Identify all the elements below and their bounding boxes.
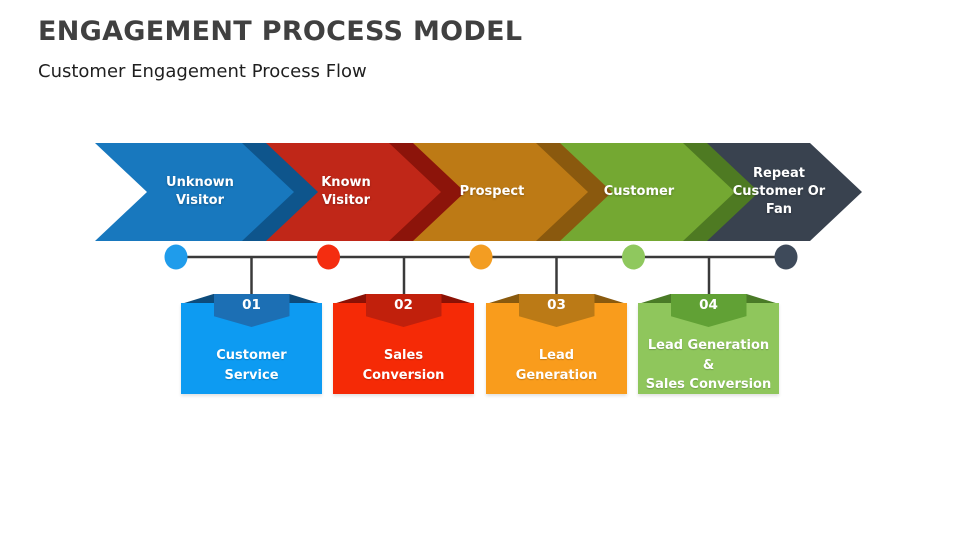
page-title: ENGAGEMENT PROCESS MODEL	[38, 16, 523, 47]
card-label: Sales Conversion	[362, 348, 445, 383]
timeline-dot-3	[469, 244, 493, 270]
card-lead-generation: Lead Generation 03	[486, 294, 627, 394]
card-number: 04	[699, 297, 718, 313]
timeline-dot-2	[317, 244, 340, 270]
process-arrow-1	[95, 143, 294, 241]
timeline-dot-1	[164, 244, 188, 270]
card-number: 02	[394, 297, 413, 313]
card-number: 03	[547, 297, 566, 313]
card-label: Lead Generation	[515, 348, 598, 383]
card-label: Customer Service	[216, 348, 287, 383]
card-lead-gen-sales-conv: Lead Generation & Sales Conversion 04	[638, 294, 779, 394]
card-customer-service: Customer Service 01	[181, 294, 322, 394]
page-subtitle: Customer Engagement Process Flow	[38, 61, 367, 82]
timeline-dot-4	[622, 244, 645, 270]
card-label: Lead Generation & Sales Conversion	[645, 338, 772, 393]
card-number: 01	[242, 297, 261, 313]
timeline-dot-5	[774, 244, 798, 270]
card-sales-conversion: Sales Conversion 02	[333, 294, 474, 394]
